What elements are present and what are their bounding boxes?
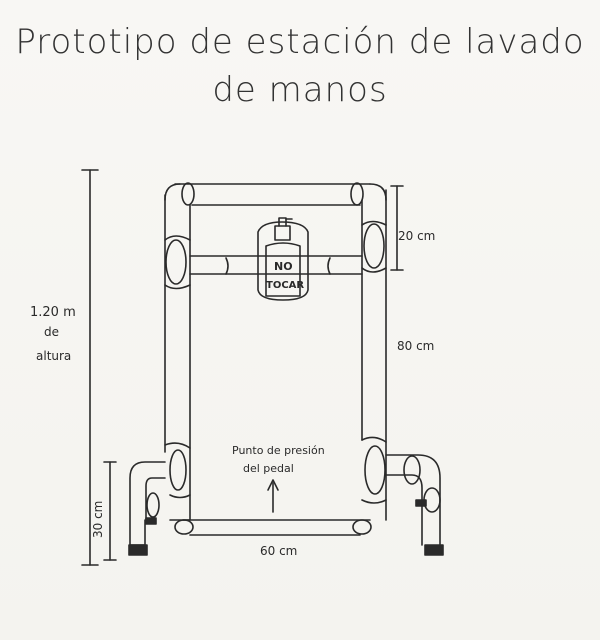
base-width-label: 60 cm bbox=[260, 544, 297, 558]
total-height-dimension bbox=[81, 169, 99, 566]
total-height-label-line3: altura bbox=[36, 349, 71, 363]
diagram-title-line1: Prototipo de estación de lavado bbox=[15, 22, 585, 62]
soap-dispenser bbox=[257, 217, 309, 301]
sign-text-line1: NO bbox=[274, 260, 293, 273]
total-height-label-line1: 1.20 m bbox=[30, 305, 76, 320]
pedal-note-line1: Punto de presión bbox=[232, 444, 325, 457]
pipe-frame bbox=[164, 182, 387, 536]
sign-text-line2: TOCAR bbox=[266, 280, 304, 291]
pedal-arrow bbox=[267, 479, 279, 513]
total-height-label-line2: de bbox=[44, 325, 59, 339]
pedal-note-line2: del pedal bbox=[243, 462, 294, 475]
left-leg bbox=[128, 461, 166, 556]
top-section-label: 20 cm bbox=[398, 229, 435, 243]
side-section-label: 80 cm bbox=[397, 339, 434, 353]
leg-height-dimension bbox=[103, 461, 117, 561]
diagram-title-line2: de manos bbox=[212, 70, 388, 110]
leg-height-label: 30 cm bbox=[91, 501, 105, 538]
top-section-dimension bbox=[390, 185, 404, 271]
right-leg bbox=[385, 454, 444, 556]
